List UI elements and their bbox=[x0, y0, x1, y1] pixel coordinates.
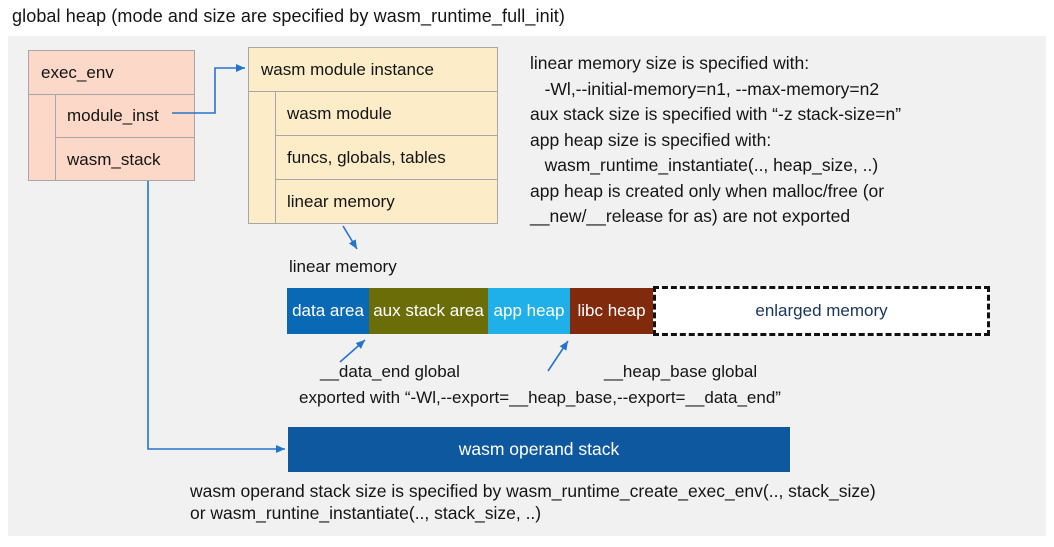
export-note: exported with “-Wl,--export=__heap_base,… bbox=[299, 388, 781, 407]
data-end-global-label: __data_end global bbox=[320, 362, 460, 381]
segment-data-area: data area bbox=[287, 288, 369, 334]
exec-env-header: exec_env bbox=[29, 51, 194, 95]
segment-aux-stack-area: aux stack area bbox=[369, 288, 488, 334]
wasm-operand-stack-box: wasm operand stack bbox=[288, 427, 790, 472]
segment-enlarged-memory: enlarged memory bbox=[653, 286, 990, 336]
note-line: __new/__release for as) are not exported bbox=[530, 206, 851, 226]
diagram-title: global heap (mode and size are specified… bbox=[12, 6, 565, 26]
module-instance-row-funcs-globals-tables: funcs, globals, tables bbox=[275, 136, 497, 180]
linear-memory-label: linear memory bbox=[289, 257, 397, 276]
module-instance-row-wasm-module: wasm module bbox=[275, 92, 497, 136]
heap-base-global-label: __heap_base global bbox=[604, 362, 758, 381]
segment-app-heap: app heap bbox=[488, 288, 570, 334]
exec-env-box: exec_env module_inst wasm_stack bbox=[28, 50, 195, 181]
segment-libc-heap: libc heap bbox=[570, 288, 653, 334]
module-instance-header: wasm module instance bbox=[249, 48, 497, 92]
operand-stack-note-line2: or wasm_runtine_instantiate(.., stack_si… bbox=[190, 503, 542, 523]
note-line: app heap is created only when malloc/fre… bbox=[530, 180, 885, 201]
note-line: linear memory size is specified with: bbox=[530, 53, 810, 73]
note-line: app heap size is specified with: bbox=[530, 129, 772, 150]
linear-memory-notes: linear memory size is specified with: -W… bbox=[530, 51, 901, 230]
exec-env-row-wasm-stack: wasm_stack bbox=[55, 138, 194, 181]
note-line: -Wl,--initial-memory=n1, --max-memory=n2 bbox=[530, 78, 880, 99]
note-line: aux stack size is specified with “-z sta… bbox=[530, 104, 902, 124]
operand-stack-note-line1: wasm operand stack size is specified by … bbox=[190, 481, 876, 501]
exec-env-row-module-inst: module_inst bbox=[55, 95, 194, 138]
module-instance-box: wasm module instance wasm module funcs, … bbox=[248, 47, 498, 224]
module-instance-row-linear-memory: linear memory bbox=[275, 180, 497, 224]
note-line: wasm_runtime_instantiate(.., heap_size, … bbox=[530, 155, 879, 175]
